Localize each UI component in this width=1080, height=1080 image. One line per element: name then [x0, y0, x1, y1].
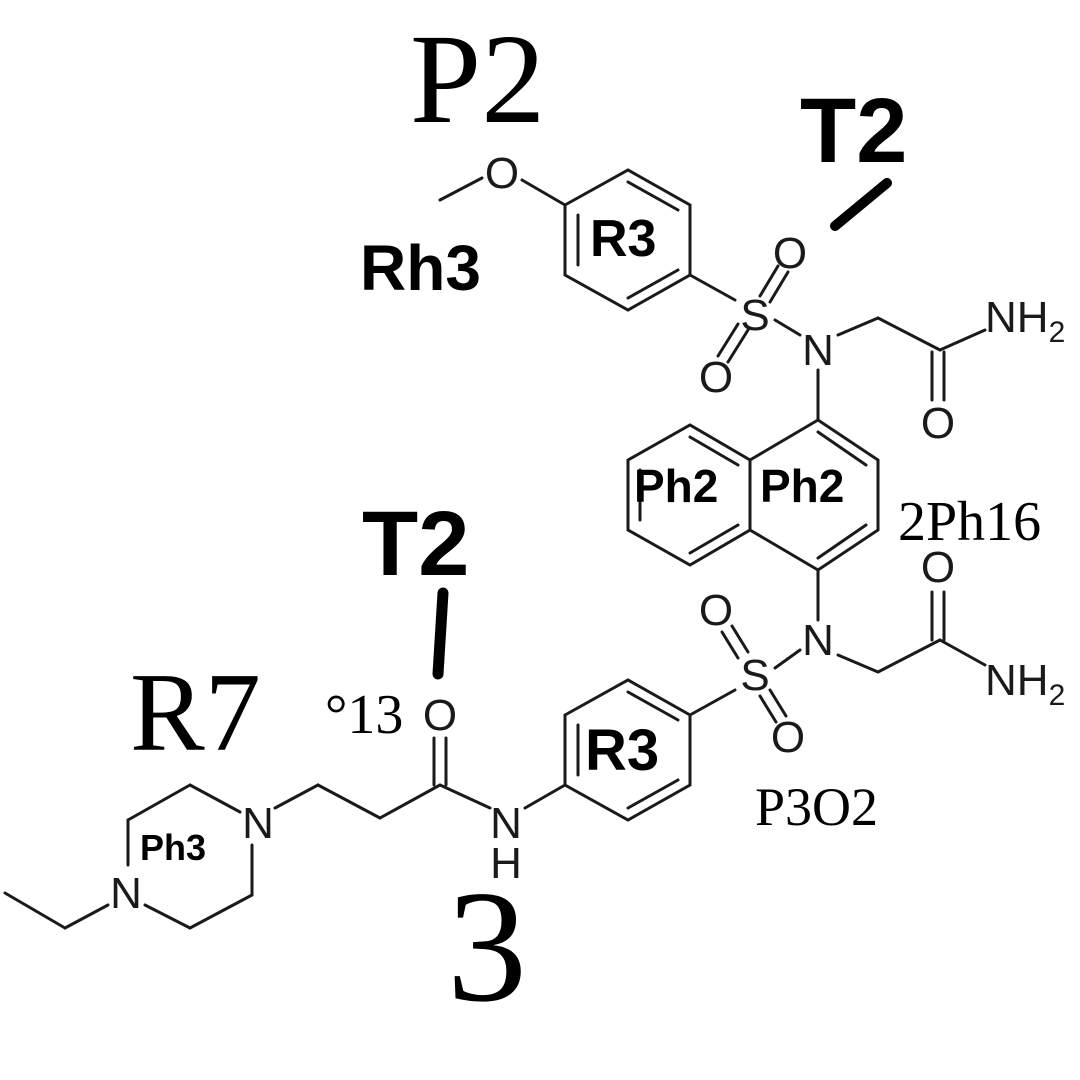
atom-nitrogen-piperazine-1: N [242, 799, 274, 848]
ring-label-r3-top: R3 [590, 210, 656, 268]
leader-line-t2-middle [432, 587, 449, 680]
atom-nitrogen-top: N [802, 326, 834, 375]
leader-line-t2-top [830, 178, 892, 231]
atom-oxygen-ether: O [485, 149, 519, 198]
atom-oxygen-amide-top: O [921, 399, 955, 448]
amine-top: NH2 [985, 293, 1065, 349]
atom-symbols: O S O O N NH2 O S O O N O NH2 O N H N N [110, 149, 1065, 918]
label-2ph16: 2Ph16 [898, 491, 1041, 553]
atom-nitrogen-amide: N [490, 799, 522, 848]
label-p3o2: P3O2 [755, 777, 878, 837]
atom-oxygen-sulfonyl-bottom-2: O [771, 713, 805, 762]
atom-oxygen-sulfonyl-top-1: O [773, 229, 807, 278]
atom-oxygen-amide-bottom: O [921, 543, 955, 592]
label-rh3: Rh3 [360, 232, 481, 304]
atom-sulfur-bottom: S [740, 651, 769, 700]
ring-label-r3-bottom: R3 [585, 718, 659, 783]
atom-oxygen-sulfonyl-bottom-1: O [699, 586, 733, 635]
label-t2-middle: T2 [362, 493, 469, 595]
annotation-labels: P2 Rh3 T2 R3 Ph2 Ph2 2Ph16 T2 R7 °13 R3 … [130, 8, 1041, 1035]
ring-label-ph2-left: Ph2 [634, 460, 718, 512]
atom-nitrogen-piperazine-2: N [110, 869, 142, 918]
atom-nitrogen-bottom: N [802, 616, 834, 665]
ring-label-ph2-right: Ph2 [760, 460, 844, 512]
atom-oxygen-sulfonyl-top-2: O [699, 353, 733, 402]
label-t2-top: T2 [800, 80, 907, 182]
atom-oxygen-amide-left: O [423, 691, 457, 740]
label-3: 3 [447, 857, 527, 1035]
label-deg13: °13 [325, 684, 403, 746]
label-p2: P2 [410, 8, 545, 150]
amine-bottom: NH2 [985, 656, 1065, 712]
atom-hydrogen-amide: H [490, 839, 522, 888]
label-r7: R7 [130, 651, 261, 775]
bond-skeleton [3, 168, 987, 930]
ring-label-ph3: Ph3 [140, 827, 206, 868]
atom-sulfur-top: S [740, 291, 769, 340]
